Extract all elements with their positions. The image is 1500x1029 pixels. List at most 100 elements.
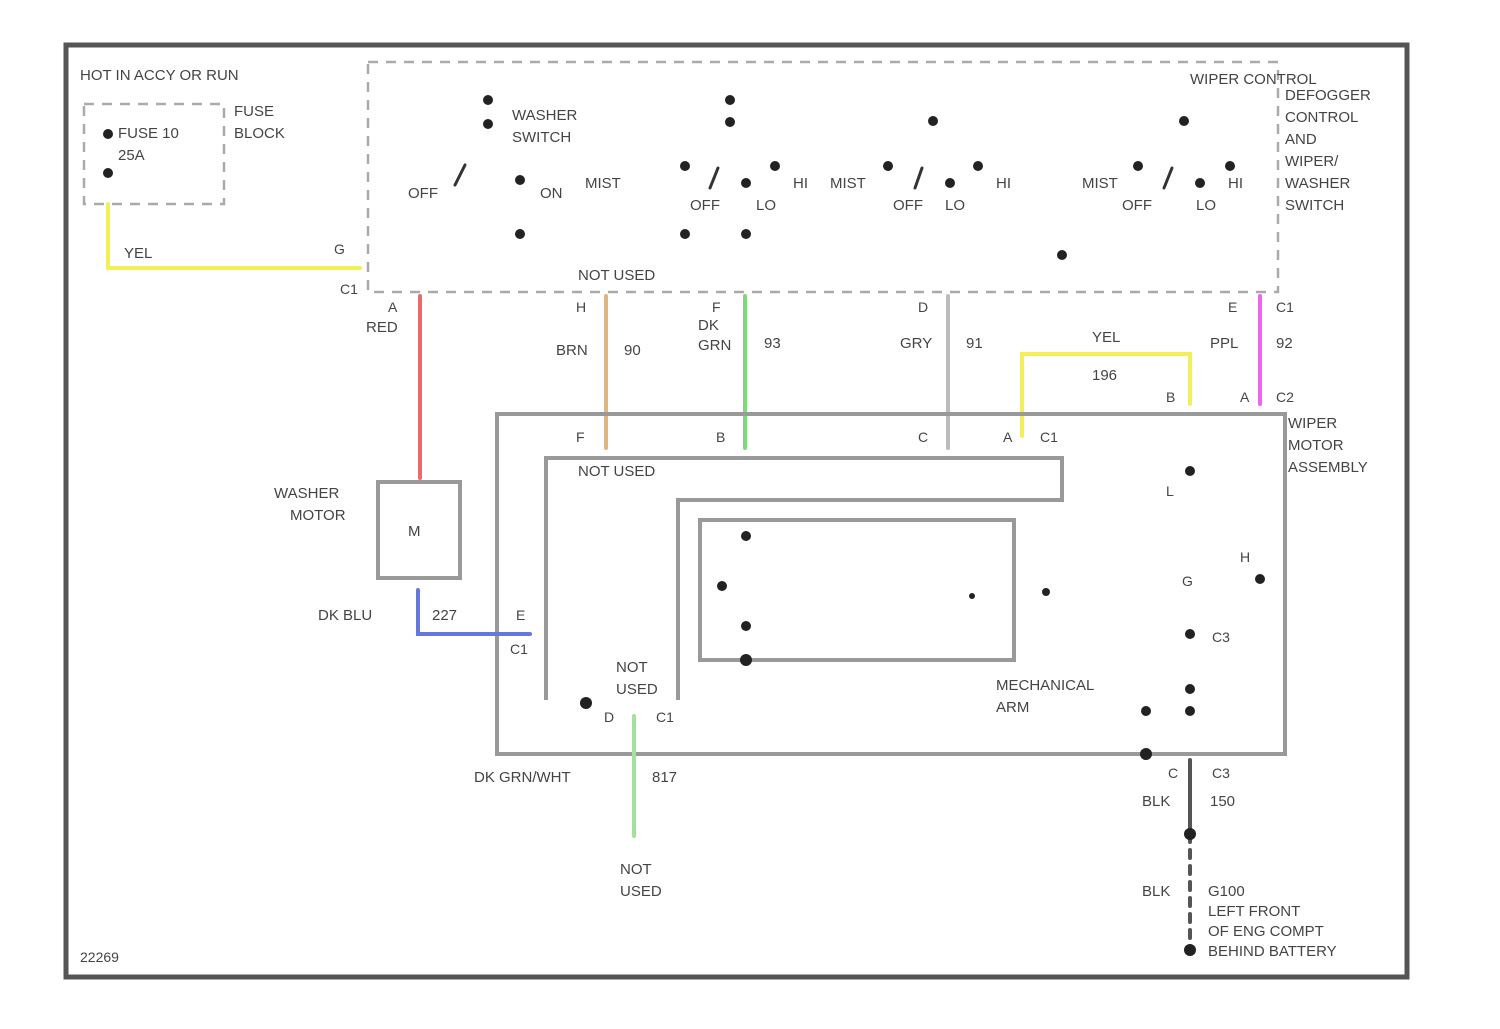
motor-contact-4 [740,654,752,666]
ground-location-2: OF ENG COMPT [1208,923,1324,940]
wiper-switch-2-mist-contact [883,161,893,171]
wiper-switch-3-mist-contact [1133,161,1143,171]
wiper-motor-label-2: MOTOR [1288,437,1344,454]
wiper-switch-2-lever [915,168,922,188]
mechanical-arm-label-1: MECHANICAL [996,677,1094,694]
hot-label: HOT IN ACCY OR RUN [80,67,239,84]
ground-location-3: BEHIND BATTERY [1208,943,1337,960]
conn-c1-bottom: C1 [656,709,674,725]
conn-c-ground: C [1168,765,1178,781]
wiper-switch-1-lever [710,168,718,188]
wiper-switch-2-hi-contact [973,161,983,171]
conn-c1-blu: C1 [510,641,528,657]
switch-off-label-3: OFF [1122,197,1152,214]
fuse-terminal-top [103,129,113,139]
wiper-switch-3-lo-contact [1195,178,1205,188]
wiper-control-label-4: AND [1285,131,1317,148]
not-used-bottom-label-1: NOT [620,861,652,878]
wiper-switch-2-lo-contact [945,178,955,188]
wiper-switch-3-lever [1164,168,1172,188]
fuse-block-label-2: BLOCK [234,125,285,142]
conn-c1-ppl: C1 [1276,299,1294,315]
conn-a-red: A [388,299,398,315]
wiper-switch-2-top-contact [928,116,938,126]
switch-off-label-1: OFF [690,197,720,214]
motor-contact-1 [741,531,751,541]
wire-red-label: RED [366,319,398,336]
conn-b-motor: B [716,429,725,445]
switch-lo-label-3: LO [1196,197,1216,214]
wiper-control-label-7: SWITCH [1285,197,1344,214]
switch-hi-label-3: HI [1228,175,1243,192]
not-used-motor-label-1: NOT [616,659,648,676]
wiper-switch-1-hi-contact [770,161,780,171]
conn-l-motor: L [1166,483,1174,499]
wiper-motor-label-3: ASSEMBLY [1288,459,1368,476]
switch-hi-label-1: HI [793,175,808,192]
ground-location-1: LEFT FRONT [1208,903,1300,920]
fuse-label: FUSE 10 [118,125,179,142]
conn-g-motor: G [1182,573,1193,589]
motor-inner-circuit-2 [700,520,1014,660]
switch-mist-label-2: MIST [830,175,866,192]
wire-gry-circuit: 91 [966,335,983,352]
wiper-switch-contact-a [725,95,735,105]
conn-c3-ground: C3 [1212,765,1230,781]
conn-d-bottom: D [604,709,614,725]
wiper-switch-1-mist-contact [680,161,690,171]
washer-switch-contact-1 [483,95,493,105]
wire-yel-fuse-label: YEL [124,245,152,262]
fuse-amperage: 25A [118,147,145,164]
wire-brn-label: BRN [556,342,588,359]
wiper-switch-1-common-a [680,229,690,239]
wire-gry-label: GRY [900,335,932,352]
conn-c-motor: C [918,429,928,445]
motor-contact-7 [580,697,592,709]
conn-e-blu: E [516,607,525,623]
wiper-switch-3-hi-contact [1225,161,1235,171]
wire-yel-jumper-label: YEL [1092,329,1120,346]
washer-switch-common [515,229,525,239]
diagram-frame [66,45,1407,977]
motor-contact-6 [1042,588,1050,596]
wire-ppl-circuit: 92 [1276,335,1293,352]
washer-switch-on-contact [515,175,525,185]
fuse-block-label-1: FUSE [234,103,274,120]
washer-switch-off: OFF [408,185,438,202]
conn-d-gry: D [918,299,928,315]
wire-dk-grn-wht-label: DK GRN/WHT [474,769,571,786]
park-switch-contact-6 [1141,706,1151,716]
washer-motor-symbol: M [408,523,421,540]
switch-hi-label-2: HI [996,175,1011,192]
washer-switch-label-1: WASHER [512,107,577,124]
wire-dk-grn-label-1: DK [698,317,719,334]
figure-code: 22269 [80,949,119,965]
conn-g-label: G [334,241,345,257]
washer-switch-contact-2 [483,119,493,129]
park-switch-contact-1 [1185,466,1195,476]
park-switch-contact-5 [1185,706,1195,716]
wiper-control-label-1: WIPER CONTROL [1190,71,1317,88]
conn-f-grn: F [712,299,721,315]
wiper-switch-3-common [1057,250,1067,260]
wire-blk-circuit: 150 [1210,793,1235,810]
not-used-motor-label-2: USED [616,681,658,698]
wiper-motor-label-1: WIPER [1288,415,1337,432]
wire-dk-grn-wht-circuit: 817 [652,769,677,786]
switch-mist-label-1: MIST [585,175,621,192]
wire-dk-blu-circuit: 227 [432,607,457,624]
motor-contact-3 [741,621,751,631]
wiper-switch-1-lo-contact [741,178,751,188]
switch-lo-label-1: LO [756,197,776,214]
wiper-control-label-2: DEFOGGER [1285,87,1371,104]
conn-h-brn: H [576,299,586,315]
washer-switch-lever [455,165,465,185]
motor-ground-node [1140,748,1152,760]
conn-a-ppl: A [1240,389,1250,405]
wire-blk2-label: BLK [1142,883,1170,900]
ground-code: G100 [1208,883,1245,900]
fuse-terminal-bottom [103,168,113,178]
wiper-switch-1-common-b [741,229,751,239]
ground-splice [1184,828,1196,840]
